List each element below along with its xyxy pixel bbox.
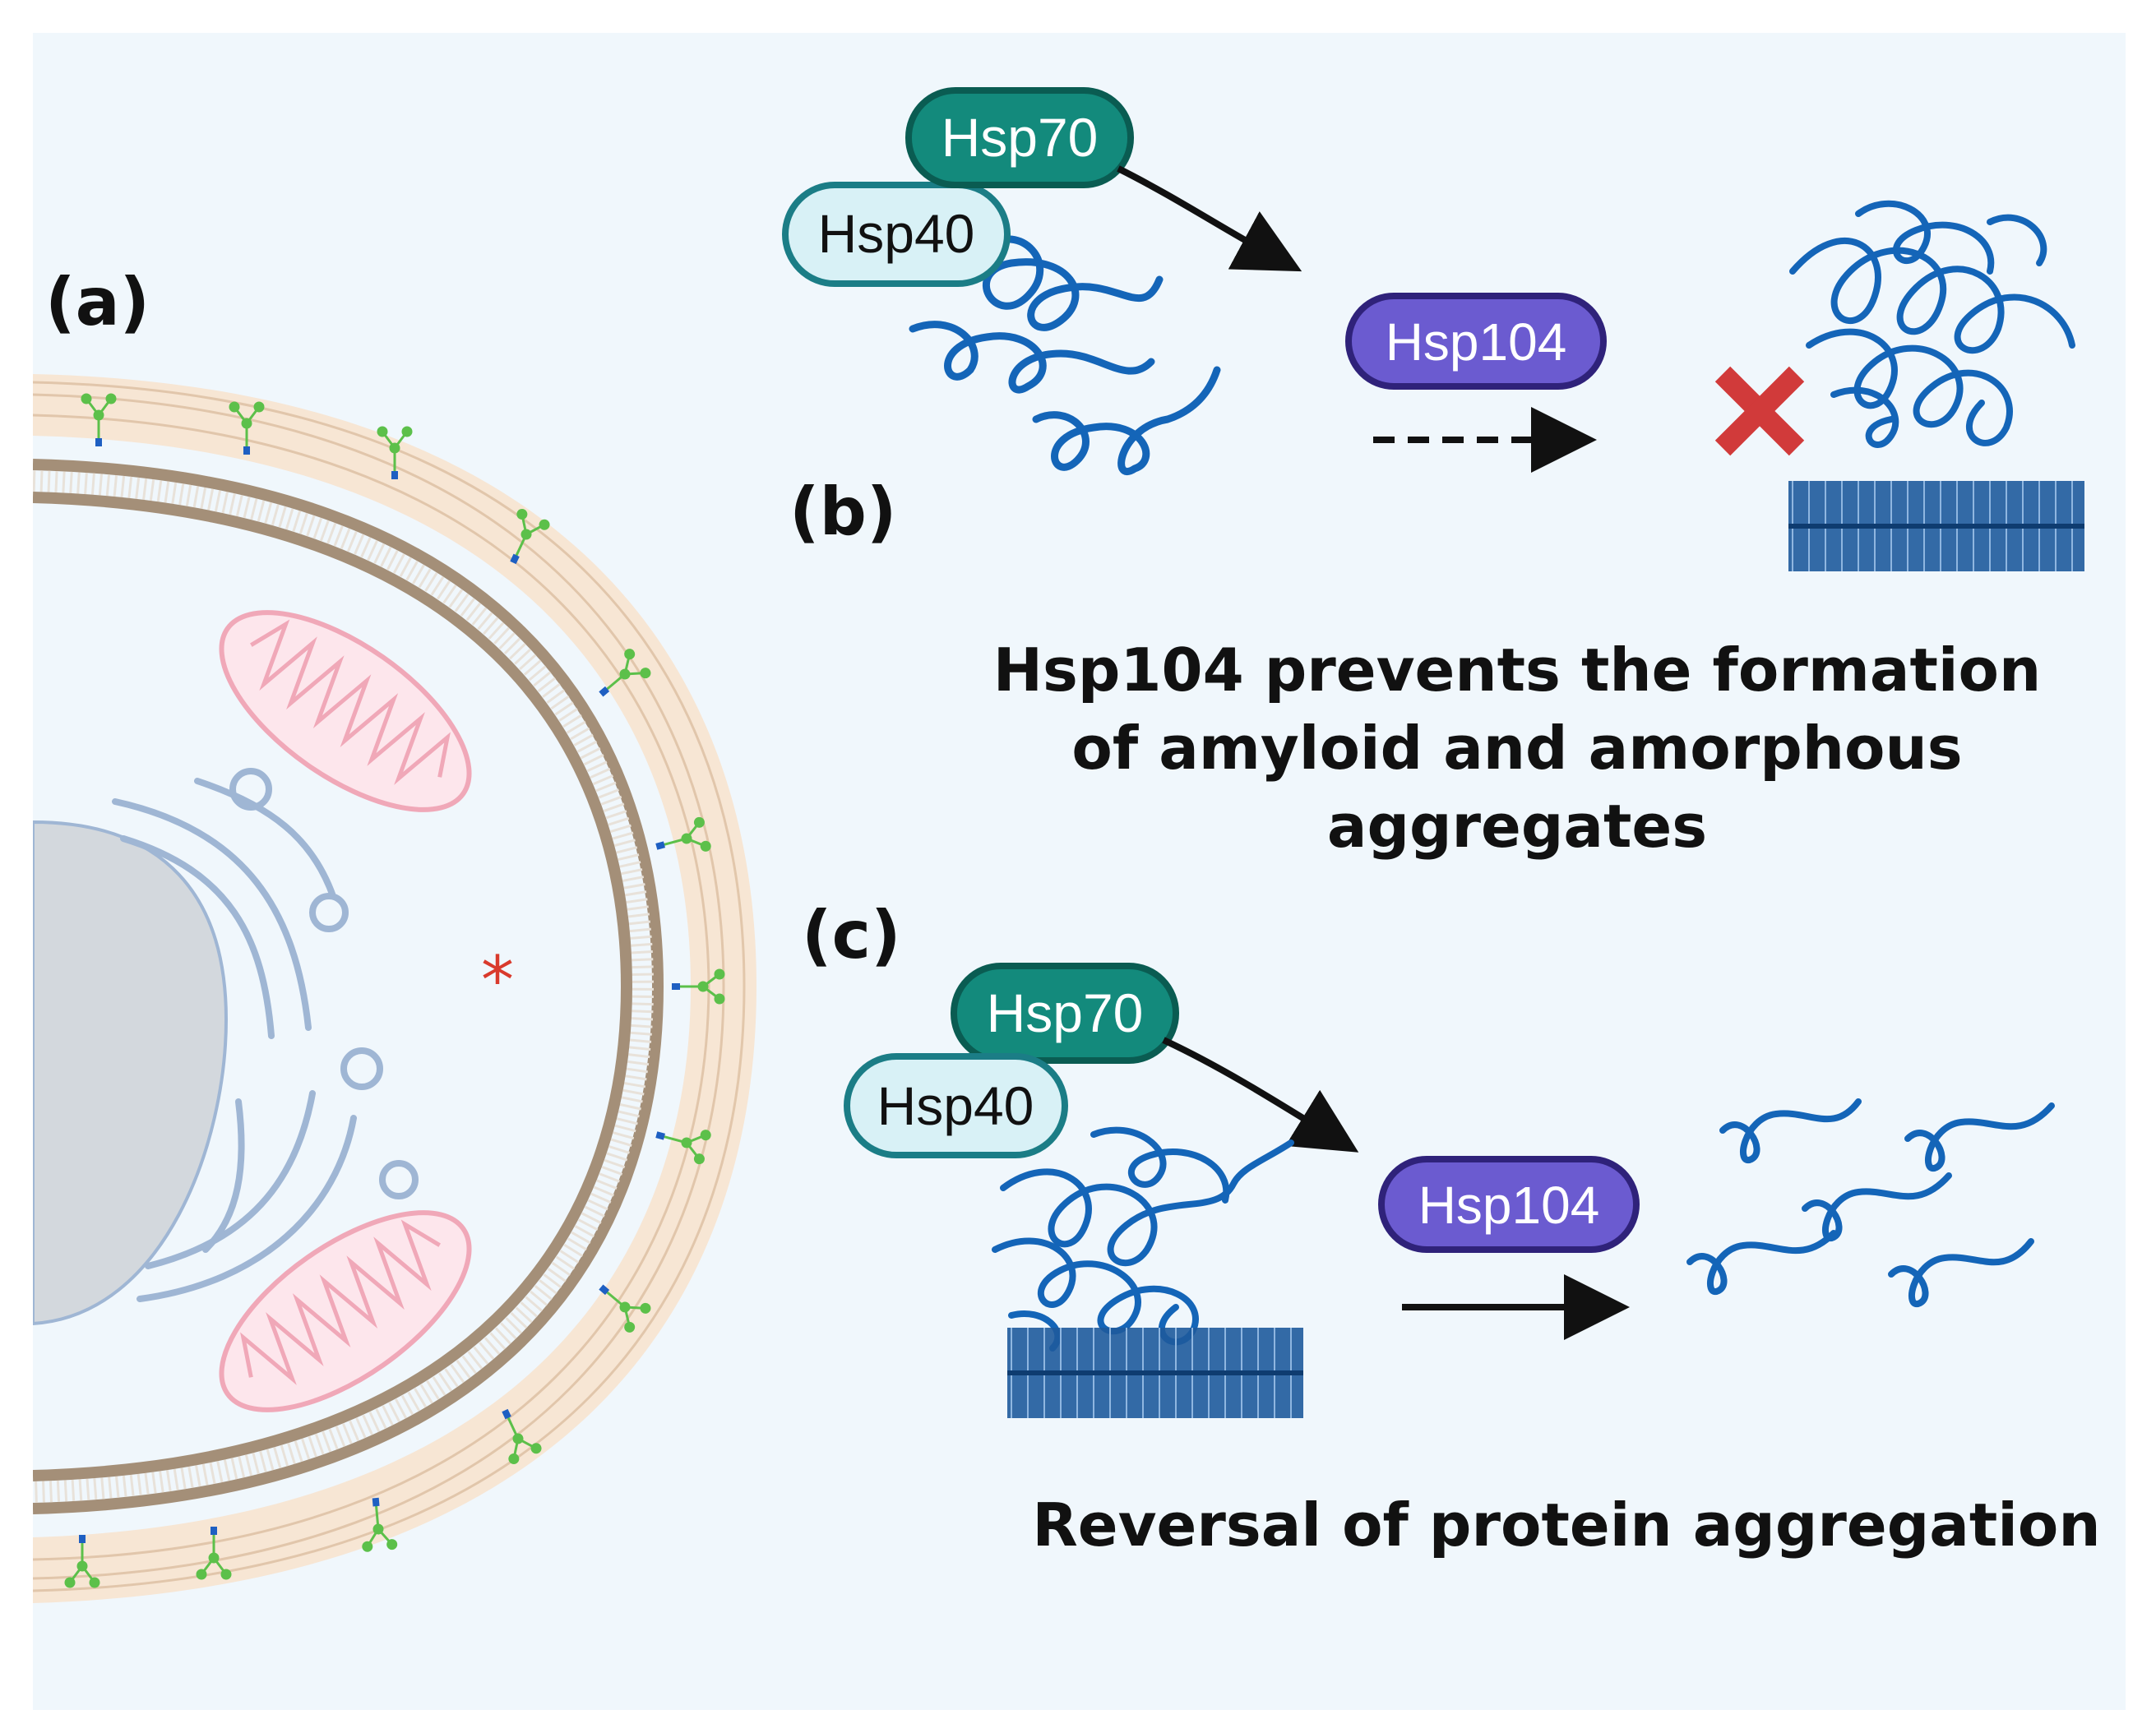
hsp40-pill-c: Hsp40 xyxy=(844,1053,1068,1158)
red-x-icon xyxy=(1714,366,1805,456)
unfolded-proteins-b xyxy=(909,235,1221,475)
hsp104-label-b: Hsp104 xyxy=(1386,312,1567,372)
membrane-outer xyxy=(33,459,664,1514)
mitochondrion-top xyxy=(219,610,472,812)
hsp40-label-b: Hsp40 xyxy=(818,203,975,264)
mitochondrion-bottom xyxy=(219,1210,472,1412)
hsp104-pill-c: Hsp104 xyxy=(1378,1156,1640,1253)
amyloid-fibril-icon xyxy=(1788,481,2084,571)
hsp40-pill-b: Hsp40 xyxy=(782,182,1011,287)
panel-label-b: (b) xyxy=(789,474,896,550)
amyloid-fibril-icon xyxy=(1007,1328,1303,1418)
hsp40-label-c: Hsp40 xyxy=(877,1075,1034,1136)
marker-asterisk: * xyxy=(481,942,514,1019)
caption-c: Reversal of protein aggregation xyxy=(1032,1490,2100,1560)
hsp70-label-c: Hsp70 xyxy=(987,982,1144,1043)
caption-b-line-2: of amyloid and amorphous xyxy=(1071,714,1962,783)
membrane-inner xyxy=(33,492,633,1481)
amorphous-aggregate-b xyxy=(1789,200,2075,448)
arrow-icon xyxy=(1162,1037,1359,1153)
golgi-apparatus xyxy=(112,768,419,1302)
caption-b-line-3: aggregates xyxy=(1327,792,1707,861)
panel-label-c: (c) xyxy=(802,897,901,973)
glycans xyxy=(64,393,725,1588)
hsp70-pill-c: Hsp70 xyxy=(951,963,1179,1064)
hsp70-pill-b: Hsp70 xyxy=(905,87,1134,188)
amorphous-aggregate-c xyxy=(992,1126,1294,1352)
refolded-proteins-c xyxy=(1686,1098,2055,1308)
panel-label-a: (a) xyxy=(45,264,150,340)
background xyxy=(33,33,2126,1710)
cell-illustration xyxy=(33,374,756,1603)
membrane-lipids xyxy=(33,470,655,1503)
hsp70-label-b: Hsp70 xyxy=(942,107,1099,168)
arrow-icon xyxy=(1117,165,1302,272)
hsp104-pill-b: Hsp104 xyxy=(1345,293,1607,390)
hsp104-label-c: Hsp104 xyxy=(1418,1176,1600,1235)
caption-b-line-1: Hsp104 prevents the formation xyxy=(993,635,2042,705)
cell-wall-fibers xyxy=(33,381,746,1592)
